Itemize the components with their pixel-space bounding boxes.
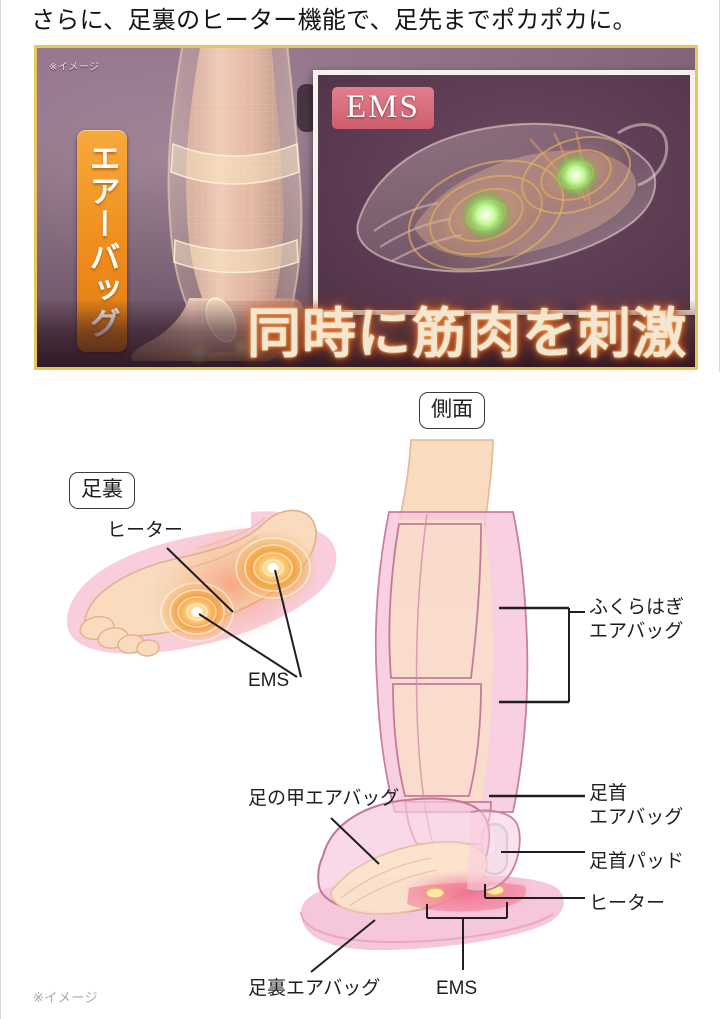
image-disclaimer: ※イメージ: [33, 990, 99, 1005]
callout-ankle-airbag-line1: 足首: [589, 783, 628, 804]
feature-diagram: 足裏 側面 ヒーター EMS ふくらはぎ エアバッグ 足首 エアバッグ 足首パッ…: [1, 372, 720, 1019]
sole-leader-lines: [166, 547, 302, 678]
callout-ankle-pad: 足首パッド: [589, 851, 685, 872]
side-view-title: 側面: [419, 392, 485, 429]
heater-ring-rear: [227, 530, 319, 606]
side-view-illustration: [300, 439, 564, 951]
ems-badge: EMS: [332, 87, 434, 129]
neon-banner: 同時に筋肉を刺激: [37, 301, 695, 367]
callout-ankle-airbag-line2: エアバッグ: [589, 807, 684, 828]
sole-view-illustration: [67, 509, 337, 678]
callout-sole-airbag: 足裏エアバッグ: [248, 978, 381, 999]
sole-view-title: 足裏: [69, 472, 135, 509]
callout-ankle-airbag: 足首 エアバッグ: [589, 782, 683, 830]
diagram-artwork: [67, 439, 585, 973]
callout-ems-side: EMS: [436, 978, 478, 999]
ems-foot-illustration: [356, 122, 669, 273]
callout-calf-airbag-line2: エアバッグ: [589, 621, 684, 642]
callout-ems-sole: EMS: [248, 670, 290, 691]
callout-calf-airbag-line1: ふくらはぎ: [589, 597, 685, 618]
callout-heater-sole: ヒーター: [107, 520, 184, 541]
hero-photo-panel: ※イメージ: [34, 45, 698, 370]
page-headline: さらに、足裏のヒーター機能で、足先までポカポカに。: [31, 7, 637, 34]
heater-ring-front: [153, 576, 241, 648]
callout-leader-lines: [310, 606, 585, 973]
ems-photo-frame: EMS: [313, 70, 695, 315]
neon-banner-text: 同時に筋肉を刺激: [247, 304, 687, 364]
callout-calf-airbag: ふくらはぎ エアバッグ: [589, 596, 684, 644]
callout-heater-side: ヒーター: [589, 893, 666, 914]
panel-image-note: ※イメージ: [49, 62, 100, 73]
callout-instep-airbag: 足の甲エアバッグ: [248, 788, 400, 809]
